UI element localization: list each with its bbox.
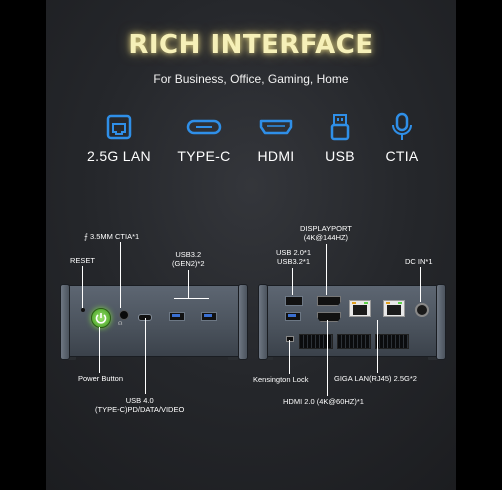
rj45-port[interactable] <box>383 300 405 317</box>
vent <box>299 334 333 349</box>
label-power-button: Power Button <box>78 374 124 383</box>
side-fin <box>238 284 248 360</box>
pointer-line <box>327 320 328 396</box>
feature-usb: USB <box>300 112 380 164</box>
feature-lan: 2.5G LAN <box>79 112 159 164</box>
feature-label: 2.5G LAN <box>87 148 151 164</box>
pointer-line <box>292 268 293 295</box>
side-fin <box>436 284 446 360</box>
pointer-line <box>420 267 421 302</box>
device-foot <box>428 356 438 360</box>
label-lan: GIGA LAN(RJ45) 2.5G*2 <box>334 374 417 383</box>
pointer-line <box>377 320 378 373</box>
power-icon <box>95 313 107 324</box>
side-fin <box>60 284 70 360</box>
vent <box>337 334 371 349</box>
label-displayport: DISPLAYPORT (4K@144HZ) <box>300 224 352 242</box>
microphone-icon <box>392 112 412 140</box>
page-title: RICH INTERFACE <box>128 30 374 60</box>
label-usb32: USB3.2 (GEN2)*2 <box>172 250 205 268</box>
label-usb4: USB 4.0 (TYPE-C)PD/DATA/VIDEO <box>95 396 185 414</box>
label-hdmi: HDMI 2.0 (4K@60HZ)*1 <box>283 397 364 406</box>
label-reset: RESET <box>70 256 96 265</box>
feature-label: USB <box>325 148 355 164</box>
feature-ctia: CTIA <box>362 112 442 164</box>
label-usb-rear: USB 2.0*1 USB3.2*1 <box>276 248 312 266</box>
device-foot <box>228 356 238 360</box>
hdmi-icon <box>259 119 293 135</box>
pointer-line <box>99 327 100 373</box>
pointer-line <box>145 318 146 394</box>
feature-type-c: TYPE-C <box>164 112 244 164</box>
audio-jack[interactable] <box>119 310 129 320</box>
usb-a-port[interactable] <box>201 312 217 321</box>
usb2-port[interactable] <box>285 296 303 306</box>
pointer-line <box>174 298 209 299</box>
feature-label: HDMI <box>257 148 295 164</box>
hdmi-port[interactable] <box>317 312 341 322</box>
dc-in-jack[interactable] <box>415 303 429 317</box>
pointer-line <box>289 340 290 374</box>
headset-icon: ☊ <box>118 321 123 327</box>
front-panel-device: ☊ <box>60 284 248 360</box>
right-black-border <box>456 0 502 490</box>
pointer-line <box>120 242 121 308</box>
pointer-line <box>82 266 83 308</box>
device-foot <box>66 356 76 360</box>
pointer-line <box>188 270 189 298</box>
label-kensington: Kensington Lock <box>253 375 309 384</box>
device-foot <box>263 356 273 360</box>
reset-pinhole[interactable] <box>81 308 85 312</box>
power-button[interactable] <box>91 308 111 328</box>
kensington-slot[interactable] <box>286 336 294 342</box>
left-black-border <box>0 0 46 490</box>
vent <box>375 334 409 349</box>
feature-label: TYPE-C <box>177 148 231 164</box>
rear-panel-device <box>258 284 446 360</box>
ethernet-icon <box>106 114 132 140</box>
displayport-port[interactable] <box>317 296 341 306</box>
label-dc-in: DC IN*1 <box>405 257 433 266</box>
page-subtitle: For Business, Office, Gaming, Home <box>153 72 349 86</box>
usb-a-port[interactable] <box>169 312 185 321</box>
type-c-icon <box>186 119 222 135</box>
pointer-line <box>326 244 327 295</box>
side-fin <box>258 284 268 360</box>
label-ctia: ⨍ 3.5MM CTIA*1 <box>84 232 140 241</box>
usb-icon <box>330 114 350 141</box>
feature-hdmi: HDMI <box>236 112 316 164</box>
usb3-port[interactable] <box>285 312 301 321</box>
feature-label: CTIA <box>385 148 419 164</box>
rj45-port[interactable] <box>349 300 371 317</box>
